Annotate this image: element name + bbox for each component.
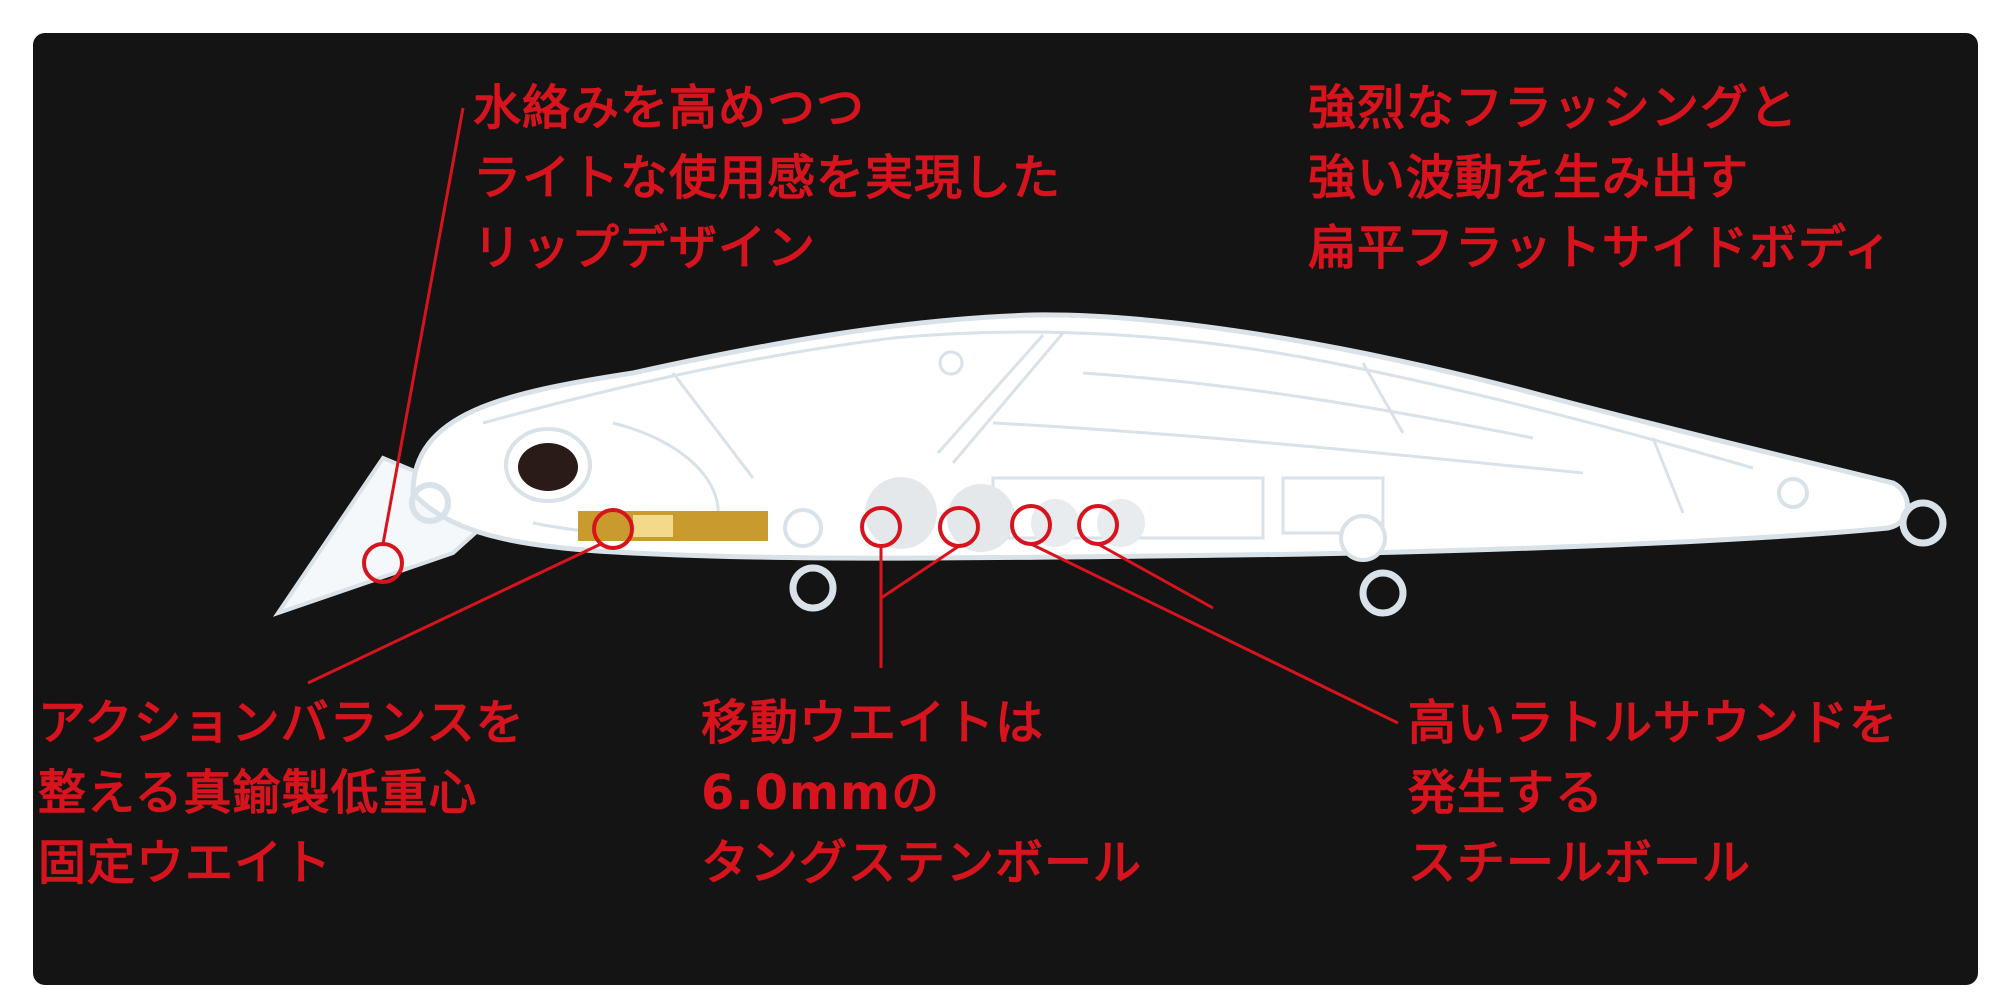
callout-steel-ball: 高いラトルサウンドを 発生する スチールボール	[1408, 688, 1898, 898]
callout-lip-design: 水絡みを高めつつ ライトな使用感を実現した リップデザイン	[473, 73, 1061, 283]
callout-line: スチールボール	[1408, 828, 1898, 898]
callout-line: 水絡みを高めつつ	[473, 73, 1061, 143]
callout-line: タングステンボール	[701, 828, 1142, 898]
callout-line: 扁平フラットサイドボディ	[1308, 213, 1893, 283]
belly-hook-eye-front	[793, 568, 833, 608]
tungsten-ball-2	[947, 484, 1015, 552]
tail-hook-eye	[1903, 503, 1943, 543]
callout-line: 高いラトルサウンドを	[1408, 688, 1898, 758]
callout-tungsten-ball: 移動ウエイトは 6.0mmの タングステンボール	[701, 688, 1142, 898]
lure-vent-circle	[940, 352, 962, 374]
callout-fixed-weight: アクションバランスを 整える真鍮製低重心 固定ウエイト	[38, 688, 525, 898]
callout-line: 強い波動を生み出す	[1308, 143, 1893, 213]
rear-screw-eye	[1341, 516, 1385, 560]
diagram-panel: 水絡みを高めつつ ライトな使用感を実現した リップデザイン 強烈なフラッシングと…	[33, 33, 1978, 985]
callout-line: アクションバランスを	[38, 688, 525, 758]
front-screw-eye	[785, 510, 821, 546]
callout-line: 発生する	[1408, 758, 1898, 828]
callout-flat-side-body: 強烈なフラッシングと 強い波動を生み出す 扁平フラットサイドボディ	[1308, 73, 1893, 283]
brass-fixed-weight-shine	[633, 515, 673, 537]
lure-eye	[518, 443, 578, 491]
callout-line: 整える真鍮製低重心	[38, 758, 525, 828]
callout-line: 移動ウエイトは	[701, 688, 1142, 758]
tungsten-ball-1	[865, 477, 937, 549]
belly-hook-eye-rear	[1363, 573, 1403, 613]
callout-line: ライトな使用感を実現した	[473, 143, 1061, 213]
tail-screw-eye	[1779, 479, 1807, 507]
callout-line: 固定ウエイト	[38, 828, 525, 898]
callout-line: 6.0mmの	[701, 758, 1142, 828]
callout-line: 強烈なフラッシングと	[1308, 73, 1893, 143]
lure-body	[278, 315, 1943, 613]
callout-line: リップデザイン	[473, 213, 1061, 283]
